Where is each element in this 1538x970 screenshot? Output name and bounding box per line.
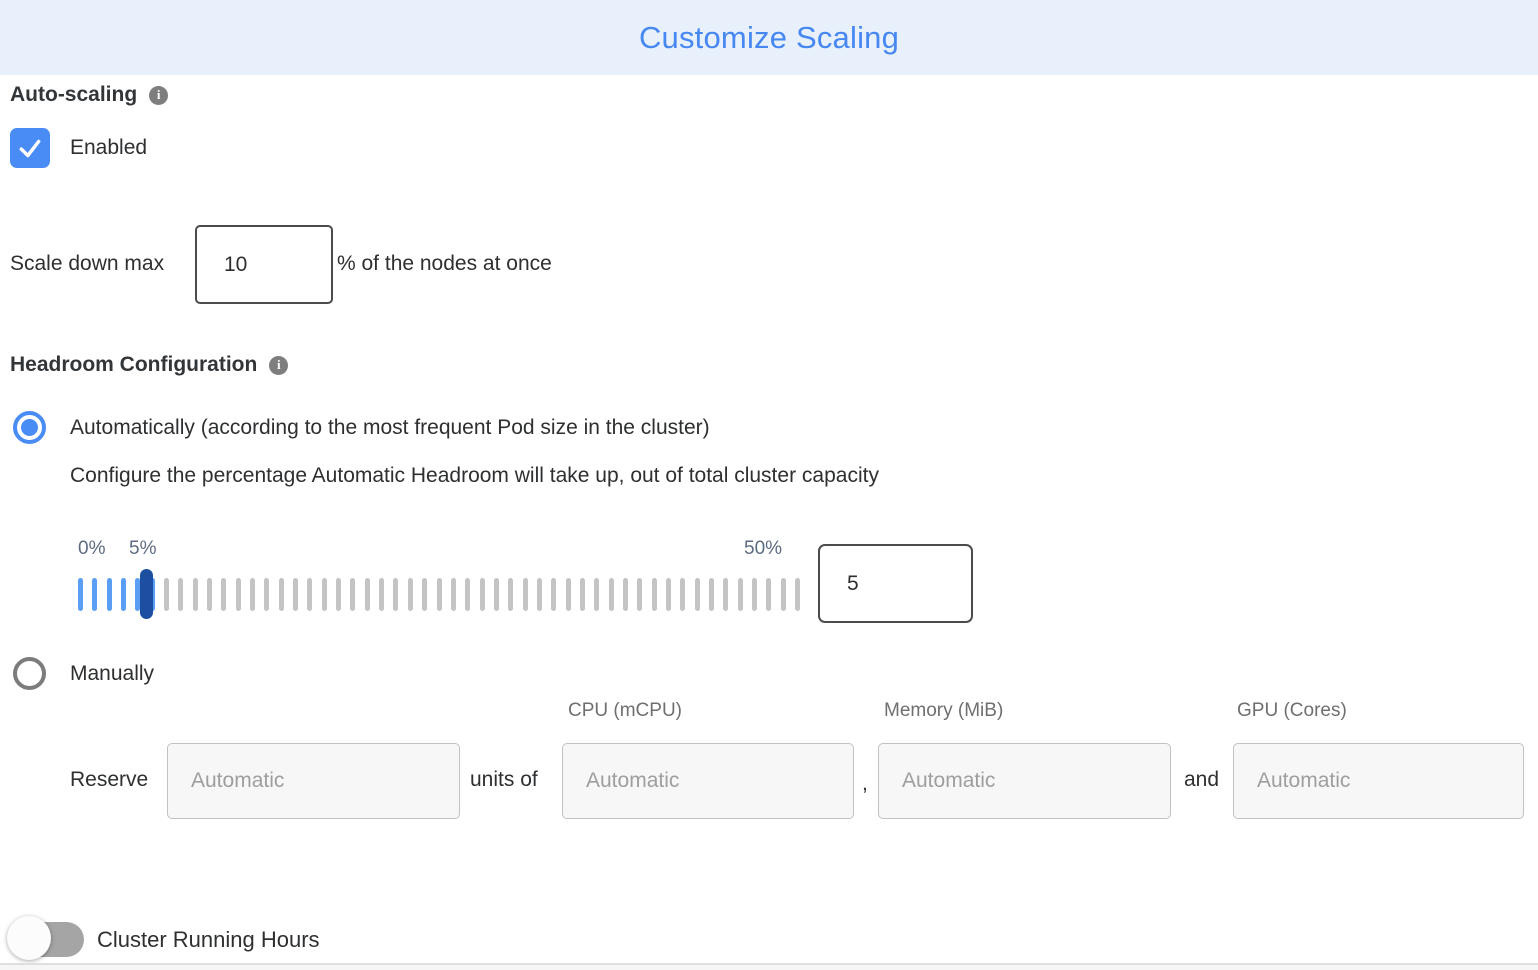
reserve-cpu-input[interactable] <box>562 743 854 819</box>
below-divider-strip <box>0 965 1538 970</box>
reserve-gpu-input[interactable] <box>1233 743 1524 819</box>
cluster-running-hours-label: Cluster Running Hours <box>97 927 320 952</box>
slider-tick <box>579 578 585 611</box>
slider-tick <box>622 578 628 611</box>
slider-tick <box>407 578 413 611</box>
headroom-slider-handle[interactable] <box>139 569 153 619</box>
headroom-section-label: Headroom Configuration i <box>10 353 289 377</box>
headroom-automatic-label: Automatically (according to the most fre… <box>70 416 710 439</box>
slider-tick <box>106 578 112 611</box>
slider-tick <box>493 578 499 611</box>
slider-tick <box>379 578 385 611</box>
slider-tick <box>751 578 757 611</box>
slider-tick <box>465 578 471 611</box>
slider-tick <box>250 578 256 611</box>
slider-tick <box>135 578 141 611</box>
info-icon[interactable]: i <box>149 85 169 105</box>
panel-header: Customize Scaling <box>0 0 1538 75</box>
page-title: Customize Scaling <box>638 19 900 55</box>
slider-tick <box>121 578 127 611</box>
slider-tick <box>723 578 729 611</box>
and-separator: and <box>1184 768 1220 791</box>
slider-tick <box>164 578 170 611</box>
slider-tick <box>565 578 571 611</box>
slider-tick <box>350 578 356 611</box>
toggle-knob[interactable] <box>7 916 51 960</box>
headroom-automatic-radio[interactable] <box>13 411 46 444</box>
reserve-units-input[interactable] <box>167 743 460 819</box>
slider-tick <box>278 578 284 611</box>
slider-tick <box>508 578 514 611</box>
slider-tick <box>264 578 270 611</box>
slider-tick <box>780 578 786 611</box>
slider-tick <box>637 578 643 611</box>
slider-tick <box>479 578 485 611</box>
slider-tick <box>192 578 198 611</box>
scale-down-prefix: Scale down max <box>10 252 165 275</box>
slider-tick <box>307 578 313 611</box>
slider-tick <box>608 578 614 611</box>
slider-tick <box>207 578 213 611</box>
slider-tick <box>221 578 227 611</box>
slider-tick <box>795 578 800 611</box>
slider-tick <box>393 578 399 611</box>
slider-tick <box>436 578 442 611</box>
slider-tick <box>336 578 342 611</box>
slider-tick <box>293 578 299 611</box>
slider-min-label: 0% <box>78 538 106 559</box>
column-header-memory: Memory (MiB) <box>884 700 1004 721</box>
units-of-label: units of <box>470 768 538 791</box>
slider-tick <box>651 578 657 611</box>
slider-tick <box>450 578 456 611</box>
slider-tick <box>694 578 700 611</box>
checkmark-icon <box>19 139 41 158</box>
headroom-slider-track[interactable] <box>78 569 800 619</box>
radio-dot <box>21 419 38 436</box>
slider-tick <box>92 578 98 611</box>
slider-tick <box>594 578 600 611</box>
headroom-auto-description: Configure the percentage Automatic Headr… <box>70 464 879 487</box>
comma-separator: , <box>862 772 868 795</box>
slider-tick <box>536 578 542 611</box>
slider-tick <box>364 578 370 611</box>
column-header-gpu: GPU (Cores) <box>1237 700 1347 721</box>
headroom-percentage-input[interactable] <box>818 544 973 623</box>
slider-tick <box>78 578 83 611</box>
scale-down-max-input[interactable] <box>195 225 333 304</box>
reserve-memory-input[interactable] <box>878 743 1171 819</box>
headroom-manually-radio[interactable] <box>13 657 46 690</box>
slider-tick <box>422 578 428 611</box>
slider-tick <box>708 578 714 611</box>
slider-tick <box>178 578 184 611</box>
bottom-divider <box>0 963 1538 965</box>
headroom-manually-label: Manually <box>70 662 155 685</box>
slider-tick <box>522 578 528 611</box>
slider-tick <box>665 578 671 611</box>
headroom-label: Headroom Configuration <box>10 353 258 376</box>
reserve-label: Reserve <box>70 768 149 791</box>
column-header-cpu: CPU (mCPU) <box>568 700 682 721</box>
slider-tick <box>551 578 557 611</box>
slider-tick <box>766 578 772 611</box>
slider-max-label: 50% <box>744 538 783 559</box>
slider-tick <box>321 578 327 611</box>
autoscaling-label: Auto-scaling <box>10 83 138 106</box>
info-icon[interactable]: i <box>269 355 289 375</box>
slider-tick <box>737 578 743 611</box>
scale-down-suffix: % of the nodes at once <box>337 252 552 275</box>
slider-current-label: 5% <box>129 538 157 559</box>
slider-tick <box>680 578 686 611</box>
autoscaling-section-label: Auto-scaling i <box>10 83 169 107</box>
slider-tick <box>235 578 241 611</box>
enabled-label: Enabled <box>70 136 148 159</box>
autoscaling-enabled-checkbox[interactable] <box>10 128 50 168</box>
